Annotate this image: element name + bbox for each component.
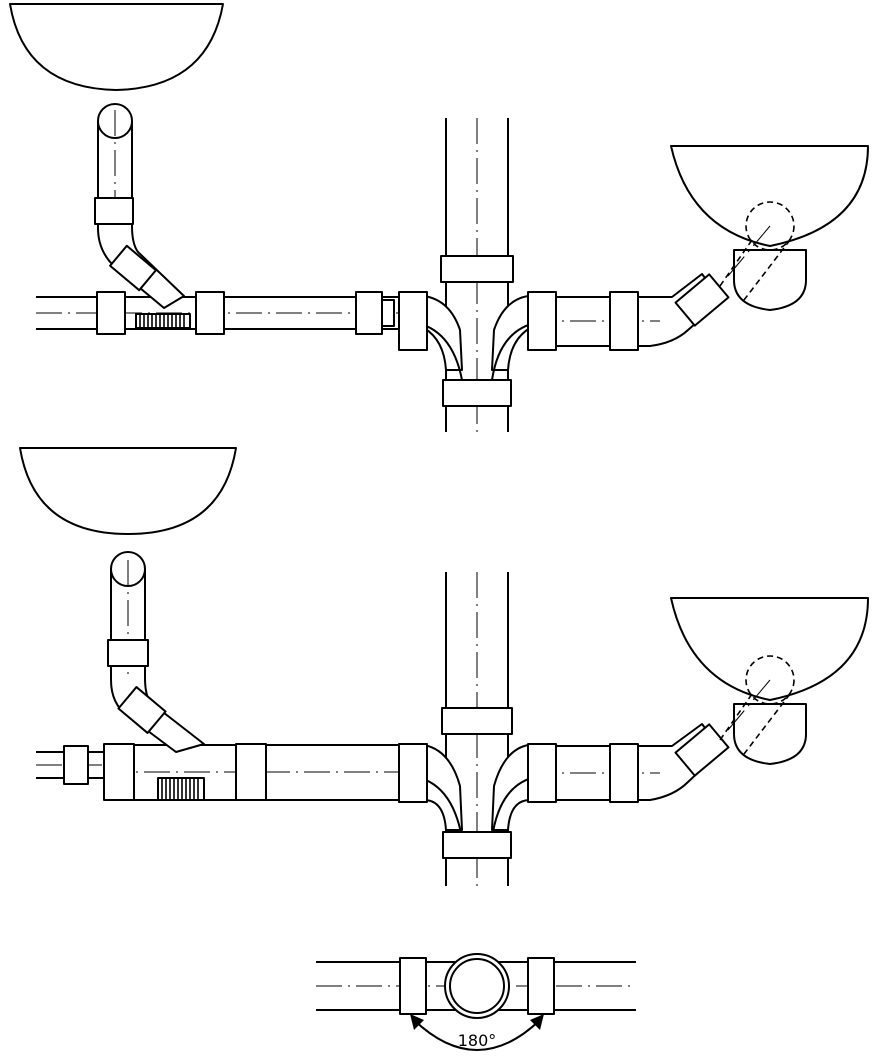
detail-left-nut (399, 957, 427, 1015)
bottom-horizontal-pipe (103, 743, 400, 801)
bottom-assembly (19, 447, 869, 886)
rotation-detail: 180° (316, 953, 636, 1051)
detail-arrow-left (410, 1014, 424, 1030)
bottom-elbow-nut (117, 686, 167, 734)
bottom-thread-section (157, 777, 205, 801)
bottom-coupling-b (235, 743, 267, 801)
top-left-basin (9, 3, 224, 91)
detail-arrow-right (530, 1014, 544, 1030)
top-right-coupling-a (527, 291, 557, 351)
top-left-tailpiece-nut (94, 197, 134, 225)
top-right-coupling-b (609, 291, 639, 351)
bottom-right-coupling-b (609, 743, 639, 803)
detail-right-nut (527, 957, 555, 1015)
top-left-coupling-c (355, 291, 383, 335)
bottom-tee-left-nut (398, 743, 428, 803)
top-left-coupling-b (195, 291, 225, 335)
bottom-right-basin (670, 597, 869, 765)
detail-pipe-section-outer (444, 953, 510, 1019)
bottom-tailpiece-nut (107, 639, 149, 667)
bottom-right-coupling-a (527, 743, 557, 803)
top-left-horizontal-pipe (36, 291, 400, 335)
top-left-elbow-nut (109, 244, 157, 292)
top-right-elbow-nut (674, 273, 730, 327)
bottom-inlet-nut (63, 745, 89, 785)
bottom-tee-bottom-coupling (442, 831, 512, 859)
bottom-left-basin (19, 447, 237, 535)
detail-pipe-section-inner (449, 958, 505, 1014)
top-right-horizontal-pipe (527, 273, 730, 351)
top-tee-left-nut (398, 291, 428, 351)
bottom-left-inlet (36, 745, 104, 785)
rotation-angle-label: 180° (458, 1031, 497, 1050)
bottom-coupling-a (103, 743, 135, 801)
bottom-right-horizontal-pipe (527, 723, 730, 803)
top-stack-upper-coupling (440, 255, 514, 283)
top-right-basin (670, 145, 869, 311)
bottom-left-tailpiece (107, 551, 205, 753)
bottom-stack-upper-coupling (441, 707, 513, 735)
top-left-tailpiece (94, 103, 185, 309)
top-assembly (9, 3, 869, 432)
top-thread-section (135, 313, 191, 329)
top-tee-bottom-coupling (442, 379, 512, 407)
bottom-right-elbow-nut (674, 723, 730, 777)
detail-rotation-arc (413, 1019, 541, 1051)
top-left-coupling-a (96, 291, 126, 335)
